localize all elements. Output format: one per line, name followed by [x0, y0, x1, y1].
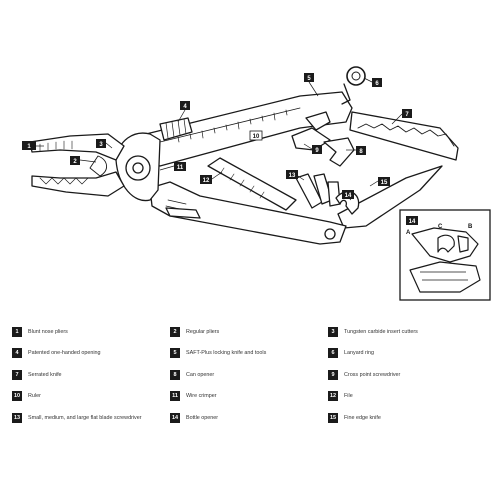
svg-text:13: 13 — [289, 173, 296, 179]
legend-label: Blunt nose pliers — [28, 329, 68, 335]
svg-text:1: 1 — [27, 144, 31, 150]
callout-12 — [200, 175, 212, 184]
inset-label-c: C — [438, 224, 443, 230]
svg-text:9: 9 — [315, 148, 319, 154]
legend-label: Cross point screwdriver — [344, 372, 401, 378]
callout-15 — [378, 177, 390, 186]
legend-badge: 15 — [328, 413, 338, 423]
callout-6 — [372, 78, 382, 87]
legend-label: SAFT-Plus locking knife and tools — [186, 350, 267, 356]
callout-14 — [342, 190, 354, 199]
bottle-opener-inset — [399, 209, 491, 301]
svg-text:12: 12 — [203, 178, 210, 184]
legend-label: Wire crimper — [186, 393, 217, 399]
callout-1 — [22, 141, 36, 150]
callout-11 — [174, 162, 186, 171]
legend-item-6: 6 Lanyard ring — [328, 347, 374, 359]
legend-item-8: 8 Can opener — [170, 369, 214, 381]
file-tool — [207, 157, 297, 211]
callout-badges: 1 2 3 4 5 6 7 8 9 10 11 12 13 — [22, 73, 473, 236]
svg-text:15: 15 — [381, 180, 388, 186]
legend-item-2: 2 Regular pliers — [170, 326, 219, 338]
svg-text:6: 6 — [375, 81, 379, 87]
legend-badge: 3 — [328, 327, 338, 337]
inset-label-a: A — [406, 230, 411, 236]
legend-item-4: 4 Patented one-handed opening — [12, 347, 101, 359]
callout-13 — [286, 170, 298, 179]
callout-5 — [304, 73, 314, 82]
legend-badge: 12 — [328, 391, 338, 401]
svg-text:14: 14 — [345, 193, 352, 199]
callout-8 — [356, 146, 366, 155]
legend-item-1: 1 Blunt nose pliers — [12, 326, 68, 338]
svg-text:10: 10 — [253, 134, 260, 140]
callout-3 — [96, 139, 106, 148]
legend-label: Patented one-handed opening — [28, 350, 101, 356]
svg-text:3: 3 — [99, 142, 103, 148]
legend-item-10: 10 Ruler — [12, 390, 41, 402]
legend-item-7: 7 Serrated knife — [12, 369, 62, 381]
svg-text:5: 5 — [307, 76, 311, 82]
one-hand-opening-grip — [159, 117, 193, 141]
legend-item-5: 5 SAFT-Plus locking knife and tools — [170, 347, 266, 359]
legend-badge: 5 — [170, 348, 180, 358]
svg-text:14: 14 — [409, 219, 416, 225]
legend-label: Can opener — [186, 372, 215, 378]
svg-text:4: 4 — [183, 104, 187, 110]
lanyard-ring — [346, 66, 366, 86]
legend-label: Regular pliers — [186, 329, 220, 335]
svg-text:11: 11 — [177, 165, 184, 171]
callout-10 — [249, 130, 263, 141]
legend-item-14: 14 Bottle opener — [170, 412, 218, 424]
legend-badge: 10 — [12, 391, 22, 401]
inset-callout-14 — [406, 216, 418, 225]
callout-7 — [402, 109, 412, 118]
legend-badge: 14 — [170, 413, 180, 423]
callout-9 — [312, 145, 322, 154]
legend-label: Small, medium, and large flat blade scre… — [28, 415, 142, 421]
legend-label: Ruler — [28, 393, 41, 399]
serrated-knife-blade — [349, 111, 459, 161]
svg-text:8: 8 — [359, 149, 363, 155]
legend-label: Tungsten carbide insert cutters — [344, 329, 418, 335]
legend-label: Fine edge knife — [344, 415, 381, 421]
callout-4 — [180, 101, 190, 110]
legend-label: Lanyard ring — [344, 350, 374, 356]
callout-2 — [70, 156, 80, 165]
svg-text:7: 7 — [405, 112, 409, 118]
lower-jaw — [31, 171, 125, 197]
lower-handle — [149, 181, 347, 245]
legend-badge: 1 — [12, 327, 22, 337]
legend-badge: 11 — [170, 391, 180, 401]
legend-badge: 8 — [170, 370, 180, 380]
can-opener-tool — [323, 137, 355, 167]
legend-item-13: 13 Small, medium, and large flat blade s… — [12, 412, 142, 424]
legend-item-11: 11 Wire crimper — [170, 390, 217, 402]
legend-badge: 7 — [12, 370, 22, 380]
legend-label: Serrated knife — [28, 372, 62, 378]
legend-item-3: 3 Tungsten carbide insert cutters — [328, 326, 418, 338]
legend-badge: 2 — [170, 327, 180, 337]
legend-item-15: 15 Fine edge knife — [328, 412, 381, 424]
legend-label: Bottle opener — [186, 415, 219, 421]
legend-badge: 4 — [12, 348, 22, 358]
legend-badge: 9 — [328, 370, 338, 380]
legend-item-9: 9 Cross point screwdriver — [328, 369, 400, 381]
legend-item-12: 12 File — [328, 390, 353, 402]
inset-label-b: B — [468, 224, 473, 230]
svg-text:2: 2 — [73, 159, 77, 165]
legend-badge: 13 — [12, 413, 22, 423]
legend-badge: 6 — [328, 348, 338, 358]
legend-label: File — [344, 393, 353, 399]
